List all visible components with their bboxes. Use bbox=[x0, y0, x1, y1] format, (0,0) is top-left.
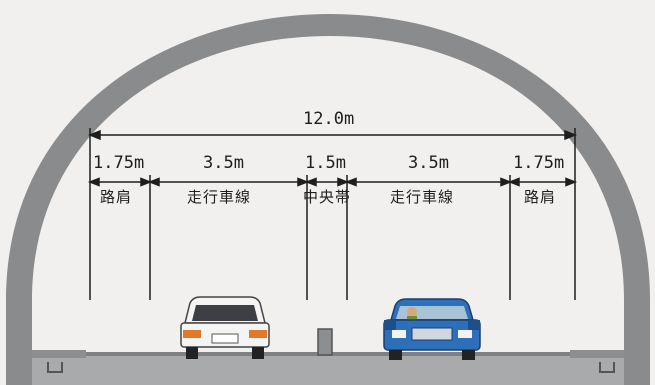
segment-label-shoulder-right: 路肩 bbox=[524, 188, 557, 206]
segment-width-median: 1.5m bbox=[305, 153, 346, 173]
segment-label-median: 中央帯 bbox=[303, 188, 352, 206]
segment-label-shoulder-left: 路肩 bbox=[100, 188, 133, 206]
segment-width-lane-left: 3.5m bbox=[203, 153, 244, 173]
total-width-label: 12.0m bbox=[303, 109, 355, 129]
segment-label-lane-left: 走行車線 bbox=[187, 188, 252, 206]
dimension-lines bbox=[87, 128, 578, 300]
segment-width-shoulder-left: 1.75m bbox=[93, 153, 145, 173]
segment-label-lane-right: 走行車線 bbox=[390, 188, 455, 206]
segment-width-shoulder-right: 1.75m bbox=[513, 153, 565, 173]
segment-width-lane-right: 3.5m bbox=[408, 153, 449, 173]
white-car-icon bbox=[180, 296, 270, 359]
blue-car-icon bbox=[383, 298, 481, 360]
median-barrier bbox=[317, 328, 333, 356]
